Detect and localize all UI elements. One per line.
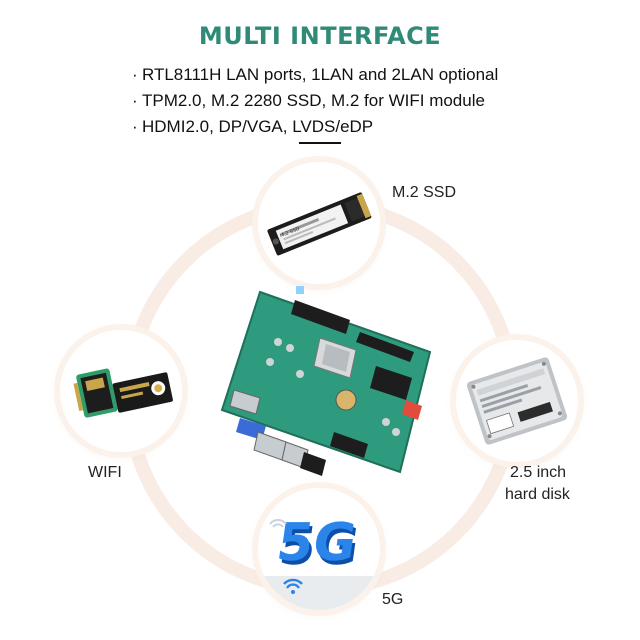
feature-item-text: HDMI2.0, DP/VGA, LVDS/eDP [142, 117, 374, 136]
feature-item: ·HDMI2.0, DP/VGA, LVDS/eDP [132, 114, 498, 140]
ssd-label: M.2 SSD [392, 184, 457, 201]
hdd-image [466, 357, 568, 445]
fiveg-logo-shadow: 5G [276, 517, 363, 577]
signal-icon [269, 519, 287, 528]
bullet-marker: · [132, 117, 138, 136]
hdd-bubble [456, 340, 578, 462]
fiveg-logo-text: 5G [273, 513, 360, 573]
underline-accent [299, 142, 341, 144]
feature-list: ·RTL8111H LAN ports, 1LAN and 2LAN optio… [132, 62, 498, 140]
motherboard-image [220, 286, 432, 476]
fiveg-image: 5G 5G [258, 513, 380, 610]
hdd-label-line2: hard disk [505, 486, 570, 503]
hdd-label-line1: 2.5 inch [510, 464, 567, 481]
wifi-card-image [73, 368, 173, 418]
feature-item-text: TPM2.0, M.2 2280 SSD, M.2 for WIFI modul… [142, 91, 485, 110]
wifi-bubble [60, 330, 182, 452]
bullet-marker: · [132, 65, 138, 84]
fiveg-bubble: 5G 5G [258, 488, 380, 610]
wifi-label: WIFI [88, 464, 122, 481]
fiveg-label: 5G [382, 591, 404, 608]
feature-item: ·RTL8111H LAN ports, 1LAN and 2LAN optio… [132, 62, 498, 88]
wifi-signal-icon [283, 578, 303, 594]
bullet-marker: · [132, 91, 138, 110]
ssd-bubble: M.2 SSD [258, 162, 380, 284]
page-title: MULTI INTERFACE [198, 22, 442, 50]
feature-item-text: RTL8111H LAN ports, 1LAN and 2LAN option… [142, 65, 499, 84]
feature-item: ·TPM2.0, M.2 2280 SSD, M.2 for WIFI modu… [132, 88, 498, 114]
ssd-image: M.2 SSD [267, 192, 372, 256]
